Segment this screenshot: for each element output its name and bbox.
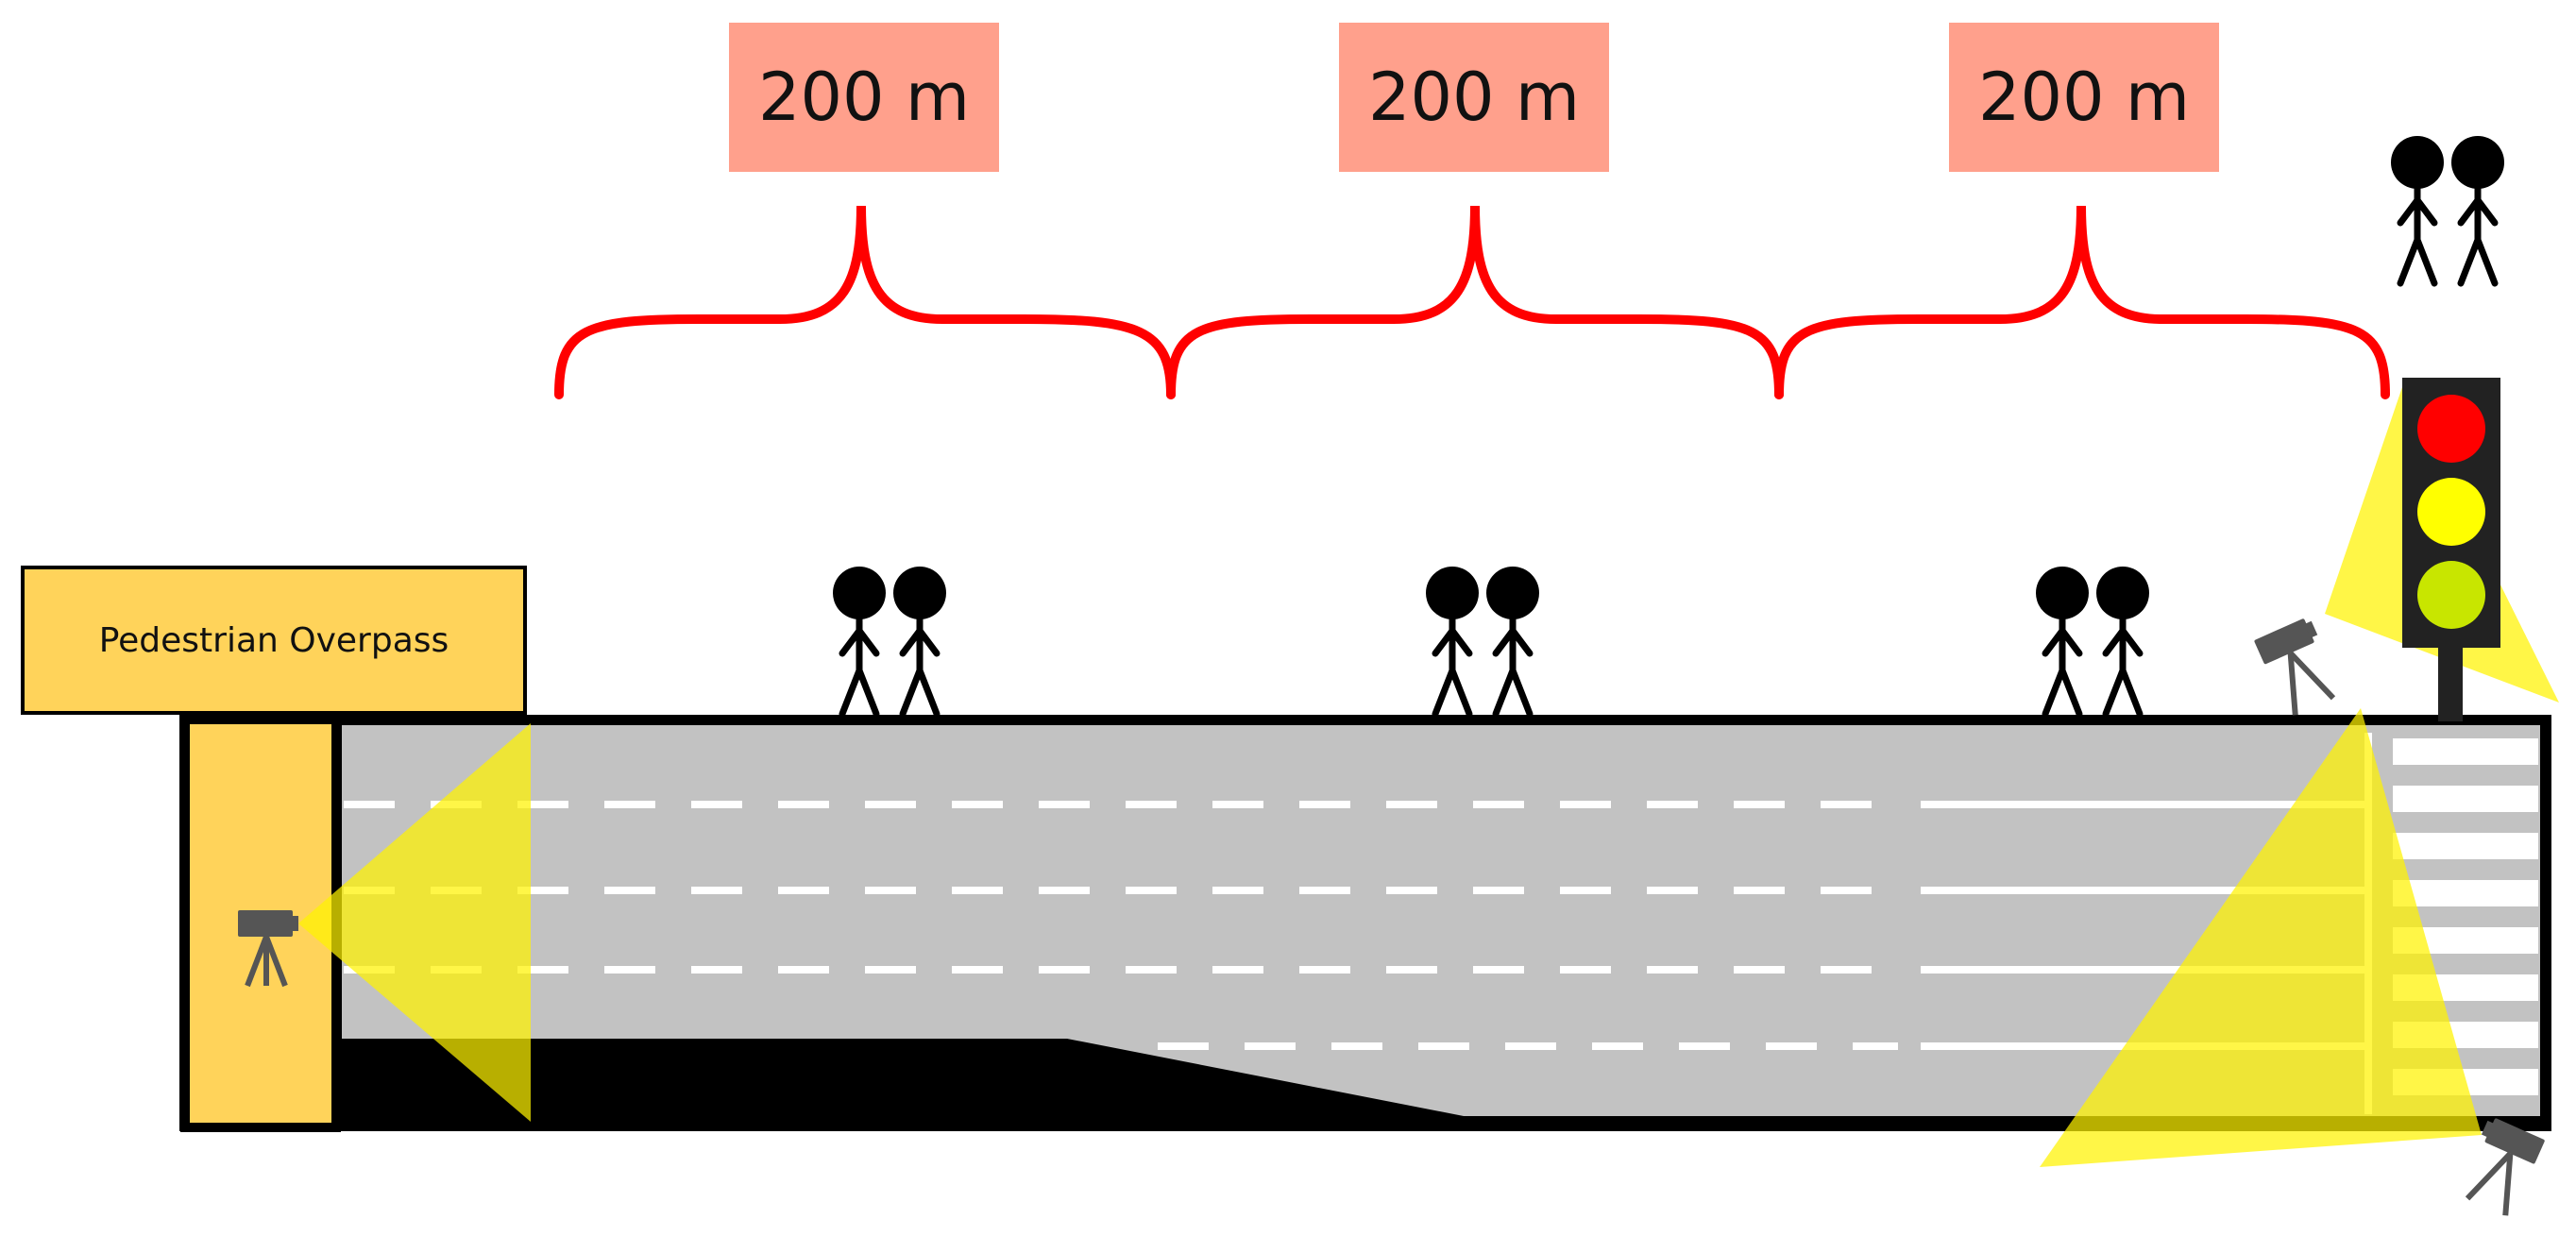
- pedestrian-icon: [1426, 567, 1479, 718]
- camera-view-crosswalk: [2040, 708, 2482, 1167]
- overpass-label: Pedestrian Overpass: [21, 566, 527, 715]
- distance-brace: [554, 205, 1176, 399]
- distance-box: [1949, 23, 2219, 172]
- pedestrian-icon: [1486, 567, 1539, 718]
- distance-box: [1339, 23, 1609, 172]
- pedestrian-group: [833, 136, 2504, 718]
- camera-icon: [2254, 618, 2336, 716]
- distance-brace: [1166, 205, 1784, 399]
- pedestrian-icon: [2391, 136, 2444, 287]
- pedestrian-icon: [2096, 567, 2149, 718]
- distance-label: 200 m: [1977, 59, 2191, 136]
- pedestrian-icon: [2451, 136, 2504, 287]
- traffic-light-icon: [2402, 378, 2500, 721]
- distance-box: [729, 23, 999, 172]
- pedestrian-icon: [833, 567, 886, 718]
- distance-label: 200 m: [1367, 59, 1581, 136]
- camera-icon: [238, 910, 298, 988]
- pedestrian-icon: [2036, 567, 2089, 718]
- distance-label: 200 m: [757, 59, 971, 136]
- camera-icon: [2465, 1118, 2545, 1216]
- camera-view-overpass: [298, 723, 531, 1122]
- lane-marking: [344, 801, 1898, 1050]
- pedestrian-icon: [893, 567, 946, 718]
- distance-brace: [1774, 205, 2390, 399]
